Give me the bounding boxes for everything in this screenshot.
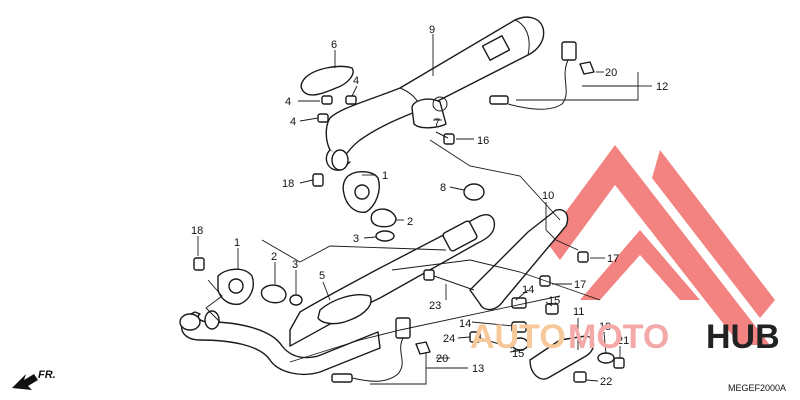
callout-12: 12 — [656, 81, 668, 93]
front-direction-arrow: FR. — [12, 369, 56, 390]
callout-6: 6 — [331, 39, 337, 51]
callout-labels: 9 6 4 4 4 7 16 20 12 18 1 8 2 3 10 17 17… — [191, 24, 668, 388]
callout-2: 2 — [271, 251, 277, 263]
heat-shield — [300, 65, 354, 96]
lower-muffler — [289, 214, 496, 347]
callout-23: 23 — [429, 300, 441, 312]
callout-5: 5 — [319, 270, 325, 282]
watermark-word-3: HUB — [706, 318, 780, 356]
watermark-logo — [545, 145, 775, 345]
callout-8: 8 — [440, 182, 446, 194]
lower-flange-set — [193, 257, 303, 306]
watermark-word-2: MOTO — [568, 318, 669, 356]
collar-8 — [463, 183, 485, 201]
upper-muffler — [325, 16, 545, 171]
muffler-band — [411, 98, 447, 129]
callout-16: 16 — [477, 135, 489, 147]
o2-sensor-lower — [331, 317, 431, 383]
callout-13: 13 — [472, 363, 484, 375]
callout-17: 17 — [607, 253, 619, 265]
bolt-23 — [423, 269, 475, 291]
callout-18: 18 — [282, 178, 294, 190]
callout-10: 10 — [542, 190, 554, 202]
callout-4: 4 — [290, 116, 296, 128]
callout-21: 21 — [617, 335, 629, 347]
callout-18: 18 — [191, 225, 203, 237]
callout-4: 4 — [353, 75, 359, 87]
diagram-code: MEGEF2000A — [728, 383, 786, 393]
callout-2: 2 — [407, 216, 413, 228]
callout-1: 1 — [382, 170, 388, 182]
callout-9: 9 — [429, 24, 435, 36]
watermark-text: AUTO MOTO HUB — [470, 318, 780, 356]
upper-flange-set — [312, 171, 397, 242]
o2-sensor-upper — [489, 41, 595, 110]
callout-17: 17 — [574, 279, 586, 291]
callout-14: 14 — [459, 318, 471, 330]
leader-lines — [197, 34, 652, 385]
callout-24: 24 — [443, 333, 455, 345]
callout-7: 7 — [434, 117, 440, 129]
callout-1: 1 — [234, 237, 240, 249]
callout-20: 20 — [436, 353, 448, 365]
callout-22: 22 — [600, 376, 612, 388]
callout-20: 20 — [605, 67, 617, 79]
callout-15: 15 — [548, 295, 560, 307]
callout-3: 3 — [353, 233, 359, 245]
bracket-10 — [469, 209, 589, 311]
callout-19: 19 — [599, 321, 611, 333]
callout-15: 15 — [512, 348, 524, 360]
callout-3: 3 — [292, 259, 298, 271]
watermark-word-1: AUTO — [470, 318, 566, 356]
front-label: FR. — [38, 369, 56, 381]
callout-11: 11 — [573, 306, 584, 318]
bolt-16 — [435, 131, 455, 145]
callout-4: 4 — [285, 96, 291, 108]
callout-14: 14 — [522, 284, 534, 296]
